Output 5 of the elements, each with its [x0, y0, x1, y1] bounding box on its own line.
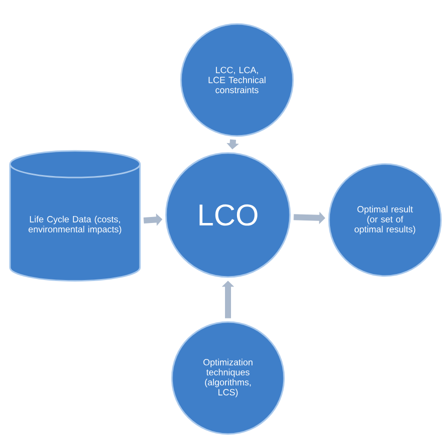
- database-cylinder: Life Cycle Data (costs, environmental impacts): [9, 150, 141, 282]
- circle-node: LCO: [165, 152, 291, 278]
- circle-node: Optimization techniques (algorithms, LCS): [171, 321, 285, 435]
- circle-node: LCC, LCA, LCE Technical constraints: [180, 23, 294, 137]
- circle-node: Optimal result (or set of optimal results): [328, 163, 442, 277]
